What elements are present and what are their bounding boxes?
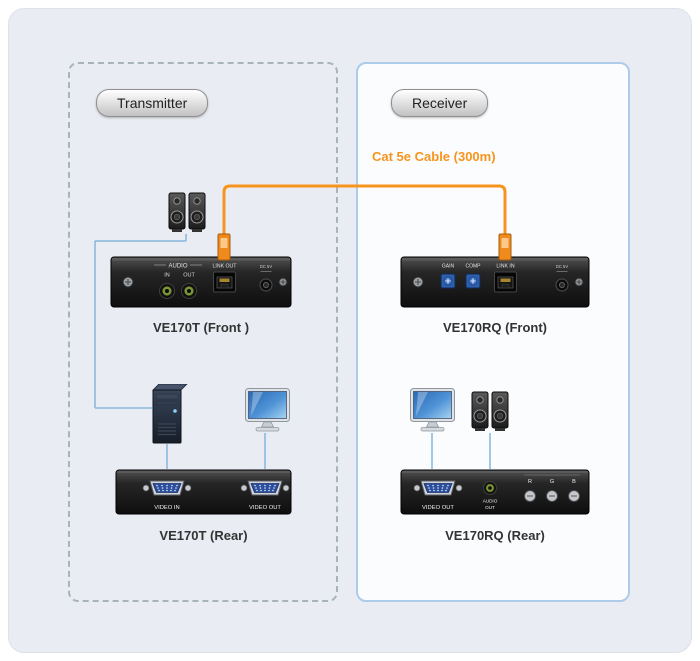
audio-out-label-line1: AUDIO [483,499,498,504]
audio-section-label: AUDIO [168,264,187,270]
video-in-label: VIDEO IN [154,505,179,511]
rj45-link-in-port [494,271,517,293]
monitor-icon [245,388,290,433]
dc-power-jack [555,278,569,292]
audio-out-label: OUT [183,273,195,279]
speakers-icon [168,192,206,234]
rgb-label-g: G [550,479,554,485]
monitor-icon [410,388,455,433]
gain-trimmer [440,273,456,289]
power-label: DC 5V [556,264,569,269]
rgb-knob-r [524,490,536,502]
audio-out-jack [483,481,497,495]
screw-icon [122,276,134,288]
link-out-label: LINK OUT [213,264,238,270]
rgb-label-b: B [572,479,576,485]
device-ve170rq-rear: VIDEO OUT AUDIO OUT R G B [400,468,590,516]
video-out-label: VIDEO OUT [422,505,454,511]
computer-tower-icon [150,384,190,444]
rgb-knob-b [568,490,580,502]
comp-trimmer [465,273,481,289]
device-ve170t-front: AUDIO IN OUT LINK OUT DC 5V [110,253,292,311]
device-ve170rq-front: GAIN COMP LINK IN DC 5V [400,253,590,311]
screw-icon [574,277,584,287]
gain-label: GAIN [442,264,455,270]
transmitter-label-pill: Transmitter [96,89,209,117]
vga-port-video-out [240,480,290,496]
speaker-left-box [168,192,186,232]
ve170t-front-caption: VE170T (Front ) [152,320,250,335]
screw-icon [278,277,288,287]
ve170rq-front-caption: VE170RQ (Front) [442,320,547,335]
cat5e-cable-label: Cat 5e Cable (300m) [372,149,496,164]
vga-port-video-out [413,480,463,496]
link-in-label: LINK IN [496,264,514,270]
audio-in-label: IN [164,273,170,279]
ve170t-rear-caption: VE170T (Rear) [159,528,248,543]
rgb-knob-g [546,490,558,502]
audio-out-jack [181,283,197,299]
speaker-left-box [471,391,489,431]
power-label: DC 5V [260,264,273,269]
audio-out-label-line2: OUT [485,505,495,510]
receiver-label: Receiver [412,95,468,111]
rgb-label-r: R [528,479,532,485]
screw-icon [412,276,424,288]
transmitter-label: Transmitter [117,95,188,111]
receiver-label-pill: Receiver [391,89,489,117]
rj45-link-out-port [213,271,236,293]
comp-label: COMP [466,264,482,270]
video-out-label: VIDEO OUT [249,505,281,511]
ve170rq-rear-caption: VE170RQ (Rear) [445,528,545,543]
speaker-right-box [491,391,509,431]
audio-in-jack [159,283,175,299]
device-ve170t-rear: VIDEO IN VIDEO OUT [115,468,292,516]
speaker-right-box [188,192,206,232]
vga-port-video-in [142,480,192,496]
speakers-icon [471,391,509,433]
dc-power-jack [259,278,273,292]
